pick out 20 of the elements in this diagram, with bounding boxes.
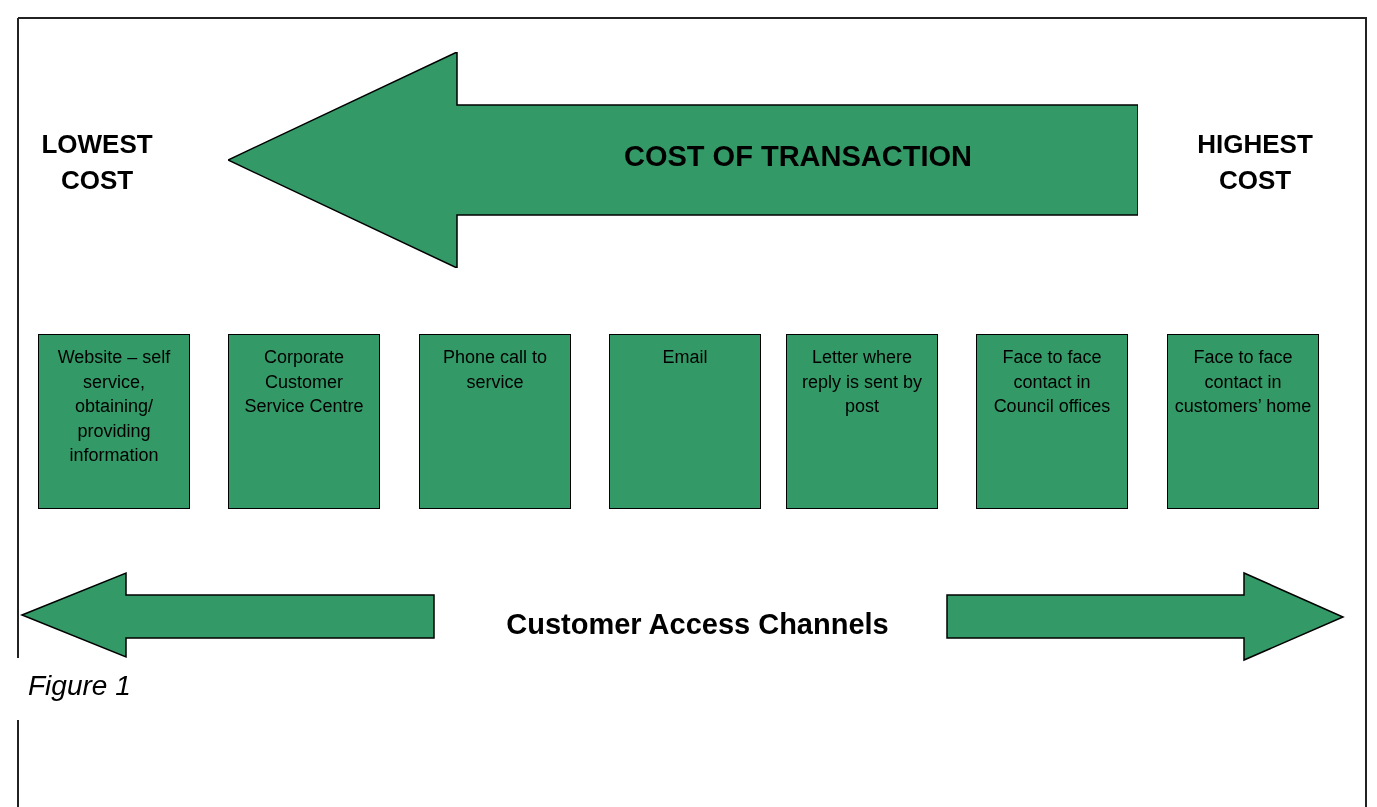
cost-label: HIGHEST COST: [1196, 128, 1314, 197]
channel-box: [38, 334, 190, 509]
block-arrow: [228, 52, 1138, 268]
channel-text: Face to face contact in customers’ home: [1174, 347, 1312, 416]
channel-text: Phone call to service: [442, 347, 548, 392]
arrow-text: COST OF TRANSACTION: [623, 140, 973, 173]
channel-box: [228, 334, 380, 509]
axis-label: Customer Access Channels: [505, 607, 890, 642]
channel-text: Website – self service, obtaining/ providing information: [57, 347, 171, 465]
channel-text: Email: [662, 347, 708, 367]
caption: Figure 1: [28, 670, 131, 702]
cost-label: LOWEST COST: [40, 128, 154, 197]
channel-box: [419, 334, 571, 509]
channel-box: [786, 334, 938, 509]
channel-box: [1167, 334, 1319, 509]
channel-box: [609, 334, 761, 509]
channel-text: Face to face contact in Council offices: [993, 347, 1111, 416]
channel-box: [976, 334, 1128, 509]
channel-text: Corporate Customer Service Centre: [244, 347, 364, 416]
channel-text: Letter where reply is sent by post: [801, 347, 923, 416]
